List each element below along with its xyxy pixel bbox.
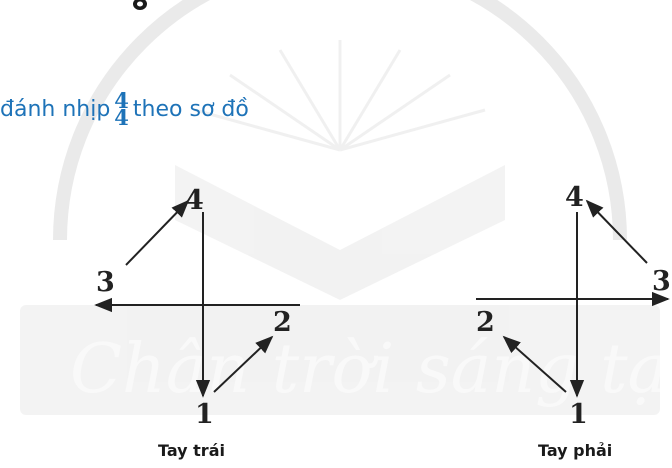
time-signature: 4 4: [114, 88, 129, 130]
right-arrow-3-to-4: [585, 199, 648, 264]
right-caption: Tay phải: [538, 441, 613, 460]
left-arrow-3-to-4: [125, 199, 190, 266]
left-hand-diagram: [94, 199, 300, 398]
left-beat-2: 2: [273, 307, 292, 338]
left-beat-3: 3: [96, 267, 115, 298]
left-beat-4: 4: [185, 185, 204, 216]
instruction-suffix: theo sơ đồ: [132, 96, 249, 122]
time-signature-bottom: 4: [114, 105, 129, 130]
right-hand-diagram: [476, 199, 670, 398]
left-beat-1: 1: [195, 399, 214, 430]
time-signature-top: 4: [114, 88, 129, 113]
right-arrow-1-to-2: [502, 335, 567, 393]
left-arrow-1-to-2: [213, 335, 274, 393]
right-beat-3: 3: [652, 266, 671, 297]
instruction-line: đánh nhịp 4 4 theo sơ đồ: [0, 88, 249, 130]
right-beat-1: 1: [569, 399, 588, 430]
instruction-text: đánh nhịp: [0, 96, 111, 122]
right-beat-4: 4: [565, 182, 584, 213]
music-note-icon: [133, 0, 147, 10]
left-caption: Tay trái: [158, 441, 225, 460]
right-beat-2: 2: [476, 307, 495, 338]
